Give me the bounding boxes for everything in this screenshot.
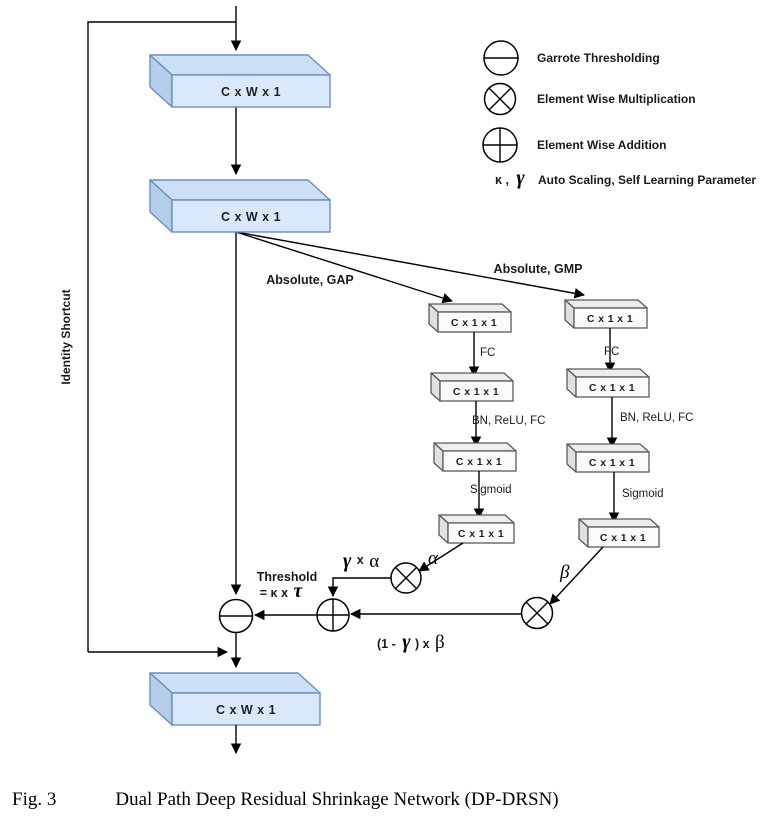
beta-symbol: β: [559, 562, 570, 583]
gmp-branch-arrow: [235, 231, 586, 299]
legend-multiply-icon: [483, 82, 517, 116]
gap-branch-arrow: [235, 231, 454, 304]
legend-multiply-label: Element Wise Multiplication: [537, 92, 696, 106]
legend-add-cross: [483, 128, 517, 162]
alpha-glyph: α: [369, 551, 379, 572]
gap-box-4-label: C x 1 x 1: [458, 528, 504, 540]
feature-block-label: C x W x 1: [221, 210, 281, 224]
gap-box-3: C x 1 x 1: [433, 442, 517, 472]
one-minus-close: ) x: [415, 637, 430, 651]
legend-params-line: κ , γ: [495, 167, 525, 189]
gap-box-4: C x 1 x 1: [438, 514, 515, 544]
gamma-glyph: γ: [343, 550, 352, 572]
output-block-top-face: [149, 672, 321, 694]
gmp-box-3: C x 1 x 1: [566, 443, 650, 473]
legend-add-label: Element Wise Addition: [537, 138, 666, 152]
caption-text: Dual Path Deep Residual Shrinkage Networ…: [115, 789, 559, 810]
add-cross: [317, 599, 349, 631]
input-block-label: C x W x 1: [221, 85, 281, 99]
multiply-beta-icon: [520, 596, 554, 630]
gmp-box-4-top-face: [578, 518, 660, 528]
output-block-label: C x W x 1: [216, 703, 276, 717]
tau-glyph: τ: [293, 580, 303, 602]
gap-box-3-label: C x 1 x 1: [456, 456, 502, 468]
legend-params-label: Auto Scaling, Self Learning Parameter: [538, 173, 756, 187]
gmp-box-4-label: C x 1 x 1: [600, 532, 646, 544]
times-glyph: x: [357, 553, 364, 567]
gmp-box-2-top-face: [566, 368, 650, 378]
legend-multiply-cross: [488, 87, 512, 111]
gap-op-sigmoid: Sigmoid: [470, 484, 512, 496]
identity-shortcut-label: Identity Shortcut: [59, 289, 73, 384]
gap-box-3-top-face: [433, 442, 517, 452]
scaled-alpha-wire: [327, 577, 391, 598]
gap-box-4-front-face: [447, 522, 515, 544]
gmp-box-3-label: C x 1 x 1: [589, 457, 635, 469]
output-block-front-face: [171, 692, 321, 726]
legend-garrote-icon: [483, 40, 519, 76]
garrote-threshold-icon: [218, 598, 254, 634]
multiply-beta-cross: [525, 601, 549, 625]
gap-op-bn: BN, ReLU, FC: [472, 415, 546, 427]
threshold-label-line2: = κ x τ: [260, 580, 304, 602]
gmp-op-bn: BN, ReLU, FC: [620, 412, 694, 424]
one-minus-gamma-beta-expression: (1 - γ ) x β: [377, 631, 445, 653]
beta-arrow: [549, 546, 604, 605]
gmp-box-2-label: C x 1 x 1: [589, 382, 635, 394]
alpha-arrow: [418, 542, 464, 572]
feature-block-top-face: [149, 179, 331, 201]
input-block-top-face: [149, 54, 331, 76]
legend-gamma-glyph: γ: [516, 167, 525, 189]
legend-add-icon: [482, 127, 518, 163]
gmp-branch-label: Absolute, GMP: [494, 262, 583, 276]
add-icon: [316, 598, 350, 632]
input-block: C x W x 1: [149, 54, 331, 108]
output-block: C x W x 1: [149, 672, 321, 726]
gap-box-2-top-face: [430, 372, 514, 382]
one-minus-gamma-glyph: γ: [402, 631, 411, 653]
gap-box-1-top-face: [428, 303, 512, 313]
gap-box-2: C x 1 x 1: [430, 372, 514, 402]
gmp-box-1: C x 1 x 1: [564, 299, 648, 329]
gap-box-2-label: C x 1 x 1: [453, 386, 499, 398]
threshold-label-line1: Threshold: [257, 570, 317, 584]
gap-op-fc: FC: [480, 347, 495, 359]
alpha-symbol: α: [428, 548, 439, 569]
threshold-prefix: = κ x: [260, 586, 288, 600]
gap-branch-label: Absolute, GAP: [266, 273, 354, 287]
gmp-op-fc: FC: [604, 346, 619, 358]
one-minus-open: (1 -: [377, 637, 396, 651]
gmp-box-1-label: C x 1 x 1: [587, 313, 633, 325]
identity-shortcut-wire: [87, 21, 236, 652]
multiply-alpha-cross: [394, 566, 418, 590]
gamma-alpha-expression: γ x α: [343, 550, 379, 572]
multiply-alpha-icon: [390, 562, 422, 594]
gap-box-4-top-face: [438, 514, 515, 524]
feature-block-front-face: [171, 199, 331, 233]
gmp-box-4-front-face: [587, 526, 660, 548]
legend-kappa-glyph: κ ,: [495, 173, 509, 187]
input-block-front-face: [171, 74, 331, 108]
legend-garrote-label: Garrote Thresholding: [537, 51, 660, 65]
gmp-box-2: C x 1 x 1: [566, 368, 650, 398]
gap-box-1-label: C x 1 x 1: [451, 317, 497, 329]
gmp-box-1-top-face: [564, 299, 648, 309]
gmp-box-3-top-face: [566, 443, 650, 453]
legend: Garrote Thresholding Element Wise Multip…: [482, 40, 756, 189]
gmp-box-3-front-face: [575, 451, 650, 473]
gmp-op-sigmoid: Sigmoid: [622, 488, 664, 500]
gap-box-1: C x 1 x 1: [428, 303, 512, 333]
gmp-box-4: C x 1 x 1: [578, 518, 660, 548]
figure-caption: Fig. 3 Dual Path Deep Residual Shrinkage …: [12, 789, 772, 811]
feature-block: C x W x 1: [149, 179, 331, 233]
caption-prefix: Fig. 3: [12, 789, 57, 810]
one-minus-beta-glyph: β: [435, 632, 445, 653]
